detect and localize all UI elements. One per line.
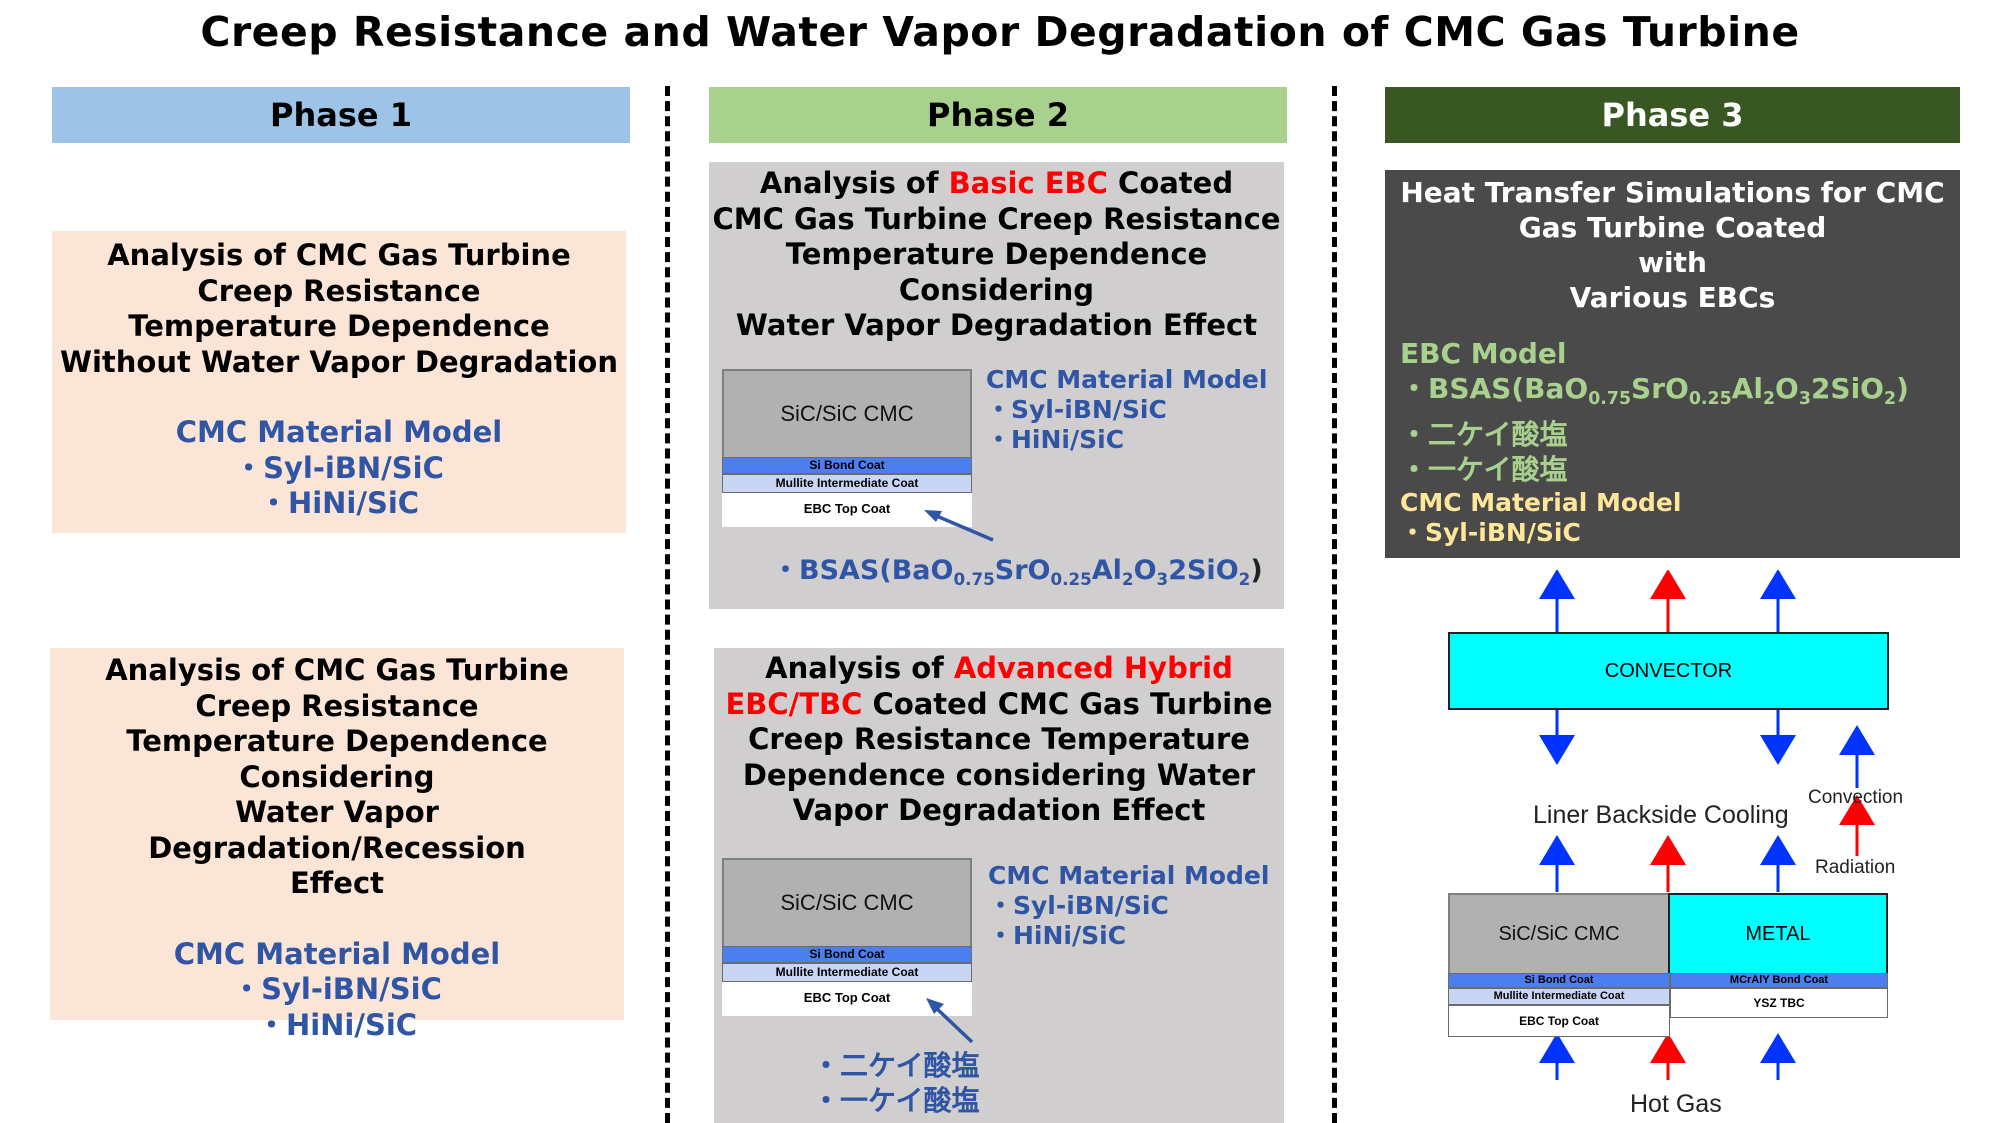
phase2-box2-pointer-arrow xyxy=(926,998,974,1044)
phase2-box1-material-title: CMC Material Model xyxy=(986,365,1268,394)
phase2-header: Phase 2 xyxy=(709,87,1287,143)
liner-backside-cooling-label: Liner Backside Cooling xyxy=(1533,801,1789,829)
phase1-box-2: Analysis of CMC Gas Turbine Creep Resist… xyxy=(50,648,624,1042)
phase3-ebc-item-2: ・二ケイ酸塩 xyxy=(1400,418,1568,452)
phase1-box2-line5: Water Vapor Degradation/Recession xyxy=(148,795,526,865)
liner-diagram: SiC/SiC CMC METAL Si Bond Coat Mullite I… xyxy=(1448,893,1888,1039)
ysz-tbc-layer: YSZ TBC xyxy=(1670,988,1888,1018)
mullite-layer: Mullite Intermediate Coat xyxy=(722,474,972,493)
phase1-box1-line4: Without Water Vapor Degradation xyxy=(60,344,618,379)
phase3-header: Phase 3 xyxy=(1385,87,1960,143)
phase2-box1-line1-pre: Analysis of xyxy=(759,166,949,200)
phase3-ebc-model: EBC Model ・BSAS(BaO0.75SrO0.25Al2O32SiO2… xyxy=(1400,336,1909,487)
phase2-box1-line1-red: Basic EBC xyxy=(948,166,1108,200)
phase2-box2-material-title: CMC Material Model xyxy=(988,861,1270,890)
phase2-box2-line5: Vapor Degradation Effect xyxy=(792,793,1206,827)
phase3-material-title: CMC Material Model xyxy=(1400,488,1682,517)
heat-transfer-arrows xyxy=(1539,570,1875,1080)
phase3-ebc-item-1: ・BSAS(BaO0.75SrO0.25Al2O32SiO2) xyxy=(1400,372,1909,410)
ebc-top-coat-layer: EBC Top Coat xyxy=(722,982,972,1016)
phase2-box2-materials: CMC Material Model ・Syl-iBN/SiC ・HiNi/Si… xyxy=(988,861,1269,951)
phase2-box2-coating-diagram: SiC/SiC CMC Si Bond Coat Mullite Interme… xyxy=(722,858,972,1018)
phase2-box2-heading: Analysis of Advanced Hybrid EBC/TBC Coat… xyxy=(714,651,1284,829)
phase1-box1-material-2: ・HiNi/SiC xyxy=(258,486,420,520)
phase2-box1-line1-post: Coated xyxy=(1107,166,1234,200)
phase2-box1-line2: CMC Gas Turbine Creep Resistance xyxy=(712,201,1281,236)
phase1-box2-line2: Creep Resistance xyxy=(195,688,479,723)
phase3-box-line3: with xyxy=(1638,246,1707,279)
phase1-box2-material-1: ・Syl-iBN/SiC xyxy=(232,972,442,1006)
phase3-box-line4: Various EBCs xyxy=(1569,281,1776,314)
phase2-box2-line2-red: EBC/TBC xyxy=(725,686,863,721)
phase3-box-heading: Heat Transfer Simulations for CMC Gas Tu… xyxy=(1385,175,1960,315)
phase2-box1-coating-diagram: SiC/SiC CMC Si Bond Coat Mullite Interme… xyxy=(722,369,972,529)
phase1-header-label: Phase 1 xyxy=(270,96,412,134)
mcraly-bond-coat-layer: MCrAlY Bond Coat xyxy=(1670,973,1888,988)
si-bond-coat-layer: Si Bond Coat xyxy=(1448,973,1670,988)
phase2-box1-line4: Considering xyxy=(898,272,1095,307)
phase1-box2-line4: Considering xyxy=(239,759,435,794)
phase3-material-1: ・Syl-iBN/SiC xyxy=(1400,518,1581,547)
phase2-box1-materials: CMC Material Model ・Syl-iBN/SiC ・HiNi/Si… xyxy=(986,365,1267,455)
phase1-box-1: Analysis of CMC Gas Turbine Creep Resist… xyxy=(52,231,626,533)
divider-1 xyxy=(665,86,670,1123)
hot-gas-label: Hot Gas xyxy=(1630,1090,1722,1118)
metal-layer: METAL xyxy=(1668,893,1888,975)
phase2-box1-ebc-note: ・BSAS(BaO0.75SrO0.25Al2O32SiO2) xyxy=(772,555,1263,589)
phase3-box xyxy=(1385,170,1960,558)
convector-block: CONVECTOR xyxy=(1448,632,1889,710)
ebc-top-coat-layer: EBC Top Coat xyxy=(722,493,972,527)
phase1-box2-line6: Effect xyxy=(289,866,385,900)
phase2-box2-ebc-note-2: ・一ケイ酸塩 xyxy=(812,1084,980,1117)
phase2-box1-heading: Analysis of Basic EBC Coated CMC Gas Tur… xyxy=(709,166,1284,344)
phase2-box1-material-2: ・HiNi/SiC xyxy=(986,425,1125,454)
mullite-layer: Mullite Intermediate Coat xyxy=(722,963,972,982)
phase2-box1-material-1: ・Syl-iBN/SiC xyxy=(986,395,1167,424)
phase2-box1-line5: Water Vapor Degradation Effect xyxy=(735,308,1258,342)
phase2-box1-pointer-arrow xyxy=(924,510,994,542)
phase2-box2-line1-red: Advanced Hybrid xyxy=(953,651,1233,685)
phase1-box1-line2: Creep Resistance xyxy=(197,273,481,308)
phase3-ebc-title: EBC Model xyxy=(1400,337,1567,370)
phase1-box1-line1: Analysis of CMC Gas Turbine xyxy=(107,238,571,272)
cmc-layer: SiC/SiC CMC xyxy=(1448,893,1670,975)
phase2-box2-line3: Creep Resistance Temperature xyxy=(748,722,1250,756)
phase1-box1-material-title: CMC Material Model xyxy=(175,415,503,449)
convection-label: Convection xyxy=(1808,787,1904,808)
phase1-header: Phase 1 xyxy=(52,87,630,143)
phase1-box2-line3: Temperature Dependence xyxy=(126,724,548,758)
si-bond-coat-layer: Si Bond Coat xyxy=(722,946,972,963)
phase1-box2-line1: Analysis of CMC Gas Turbine xyxy=(105,653,569,687)
divider-2 xyxy=(1332,86,1337,1123)
phase2-box2-line2-post: Coated CMC Gas Turbine xyxy=(862,686,1273,721)
page-title: Creep Resistance and Water Vapor Degrada… xyxy=(200,8,1800,56)
phase1-box1-line3: Temperature Dependence xyxy=(128,309,550,343)
phase3-cmc-model: CMC Material Model ・Syl-iBN/SiC xyxy=(1400,488,1681,548)
cmc-layer: SiC/SiC CMC xyxy=(722,858,972,948)
phase2-box2-material-1: ・Syl-iBN/SiC xyxy=(988,891,1169,920)
phase2-box2-ebc-note-1: ・二ケイ酸塩 xyxy=(812,1049,980,1082)
ebc-top-coat-layer: EBC Top Coat xyxy=(1448,1005,1670,1037)
phase2-box2-ebc-notes: ・二ケイ酸塩 ・一ケイ酸塩 xyxy=(812,1048,979,1118)
phase2-box1-line3: Temperature Dependence xyxy=(785,237,1208,271)
phase1-box2-material-2: ・HiNi/SiC xyxy=(256,1007,418,1042)
phase2-header-label: Phase 2 xyxy=(927,96,1069,134)
phase2-box2-line1-pre: Analysis of xyxy=(765,651,954,685)
phase3-header-label: Phase 3 xyxy=(1601,96,1744,134)
phase3-box-line1: Heat Transfer Simulations for CMC xyxy=(1400,176,1945,209)
phase1-box1-material-1: ・Syl-iBN/SiC xyxy=(234,450,444,485)
phase3-ebc-item-3: ・一ケイ酸塩 xyxy=(1400,453,1568,487)
si-bond-coat-layer: Si Bond Coat xyxy=(722,457,972,474)
phase2-box2-line4: Dependence considering Water xyxy=(742,757,1256,792)
radiation-label: Radiation xyxy=(1815,857,1896,878)
phase2-box2-material-2: ・HiNi/SiC xyxy=(988,921,1127,950)
mullite-layer: Mullite Intermediate Coat xyxy=(1448,988,1670,1005)
phase1-box2-material-title: CMC Material Model xyxy=(173,936,501,971)
phase3-box-line2: Gas Turbine Coated xyxy=(1518,211,1827,244)
cmc-layer: SiC/SiC CMC xyxy=(722,369,972,459)
